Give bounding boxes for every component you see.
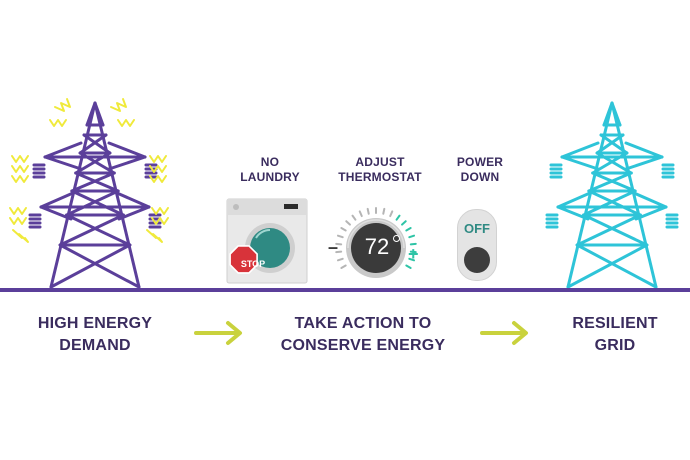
washing-machine-icon bbox=[226, 198, 308, 284]
resilient-grid-tower-icon bbox=[545, 101, 679, 289]
thermostat-icon bbox=[335, 207, 417, 278]
arrow-right-icon bbox=[194, 321, 242, 345]
ground-line bbox=[0, 288, 690, 292]
thermostat-minus: – bbox=[328, 237, 339, 257]
high-demand-tower-icon bbox=[9, 98, 169, 289]
switch-knob bbox=[464, 247, 490, 273]
thermostat-plus: + bbox=[408, 244, 419, 264]
thermostat-temperature: 72 bbox=[364, 234, 390, 259]
stop-sign-icon bbox=[229, 245, 258, 274]
thermostat-degree bbox=[393, 235, 400, 242]
switch-off-label: OFF bbox=[464, 221, 490, 236]
stop-badge-text: STOP bbox=[240, 259, 266, 269]
arrow-right-icon bbox=[480, 321, 528, 345]
power-switch-icon: OFF bbox=[457, 209, 497, 281]
